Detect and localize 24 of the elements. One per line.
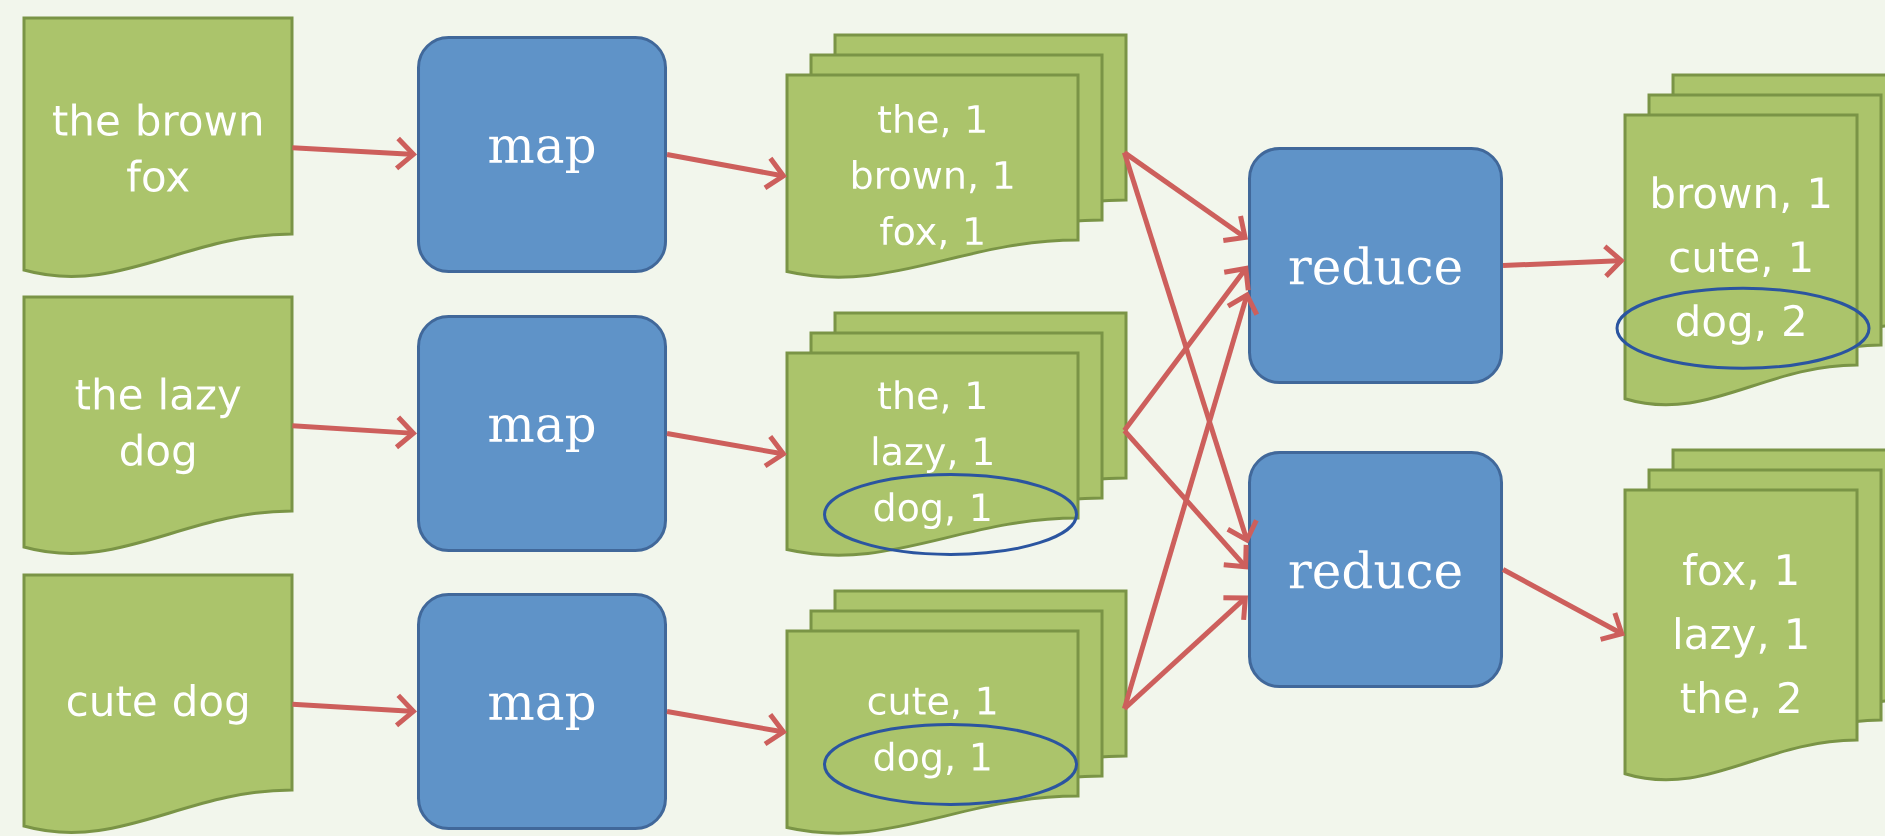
- arrow: [292, 136, 417, 171]
- arrow: [1501, 567, 1625, 642]
- arrow: [1122, 595, 1248, 711]
- arrow: [1122, 265, 1251, 433]
- arrow: [1122, 291, 1260, 710]
- arrow: [666, 709, 787, 747]
- process-box: reduce: [1248, 451, 1503, 688]
- arrow: [292, 693, 417, 728]
- process-box: reduce: [1248, 147, 1503, 384]
- document-stack: brown, 1 cute, 1 dog, 2: [1623, 73, 1885, 407]
- process-box: map: [417, 593, 667, 830]
- arrow: [1122, 150, 1248, 243]
- document-stack: fox, 1 lazy, 1 the, 2: [1623, 448, 1885, 782]
- document-stack: the, 1 lazy, 1 dog, 1: [785, 311, 1128, 557]
- arrow: [292, 415, 417, 450]
- arrow: [1122, 151, 1259, 544]
- arrow: [666, 152, 787, 190]
- process-box: map: [417, 36, 667, 273]
- document-stack: cute, 1 dog, 1: [785, 589, 1128, 835]
- arrow: [1502, 244, 1626, 278]
- arrow: [1122, 428, 1249, 570]
- process-box: map: [417, 315, 667, 552]
- arrow: [666, 431, 787, 469]
- document-stack: the, 1 brown, 1 fox, 1: [785, 33, 1128, 279]
